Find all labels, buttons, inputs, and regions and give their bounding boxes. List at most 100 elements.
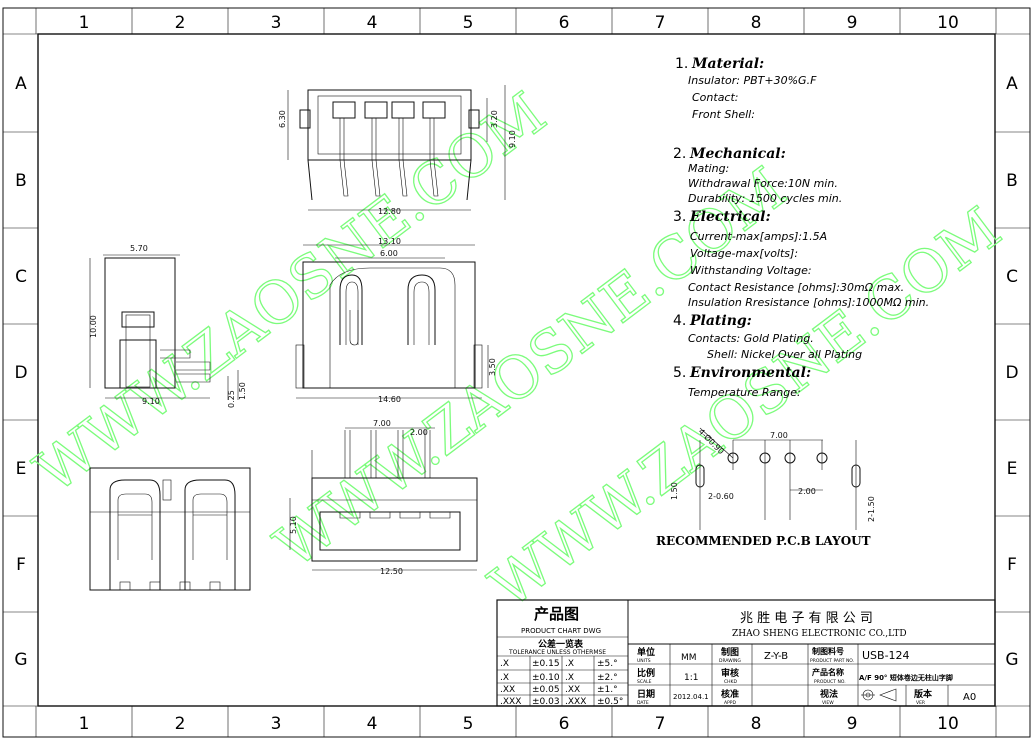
grid-column-label: 8 xyxy=(751,13,762,33)
pcb-layout-drawing: 7.00 4-Ø0.90 1.50 2-0.60 2.00 2-1.50 REC… xyxy=(656,426,876,548)
dim-label: 2-0.60 xyxy=(708,492,734,501)
tolerance-title-cn: 公差一览表 xyxy=(538,638,584,650)
tolerance-title-en: TOLERANCE UNLESS OTHERMSE xyxy=(508,649,606,656)
grid-row-label: B xyxy=(1006,171,1018,191)
part-no-label: 制图料号 xyxy=(812,646,844,656)
tolerance-cell: ±5.° xyxy=(597,659,618,669)
dim-label: 12.80 xyxy=(378,207,401,216)
scale-label: 比例 xyxy=(637,667,655,679)
dim-label: 2-1.50 xyxy=(867,496,876,522)
spec-notes: 1. Material: Insulator: PBT+30%G.F Conta… xyxy=(673,56,929,399)
chart-title-cn: 产品图 xyxy=(534,605,579,623)
spec-line: Shell: Nickel Over all Plating xyxy=(707,348,862,361)
spec-line: Current-max[amps]:1.5A xyxy=(690,230,827,243)
grid-row-label: G xyxy=(14,650,27,670)
tolerance-cell: ±0.15 xyxy=(532,659,560,669)
spec-line: Insulation Rresistance [ohms]:1000MΩ min… xyxy=(688,296,929,309)
spec-heading: Material: xyxy=(691,56,764,72)
front-view-drawing: 13.10 6.00 3.50 14.60 xyxy=(295,237,497,404)
product-name-label-en: PRODUCT NO. xyxy=(814,679,846,685)
dim-label: 0.25 xyxy=(227,390,236,408)
dim-label: 9.10 xyxy=(508,130,517,148)
grid-row-label: F xyxy=(1007,555,1017,575)
pcb-layout-title: RECOMMENDED P.C.B LAYOUT xyxy=(656,534,871,548)
spec-heading: Plating: xyxy=(689,313,752,329)
tolerance-cell: ±0.5° xyxy=(597,697,623,707)
units-label-en: UNITS xyxy=(637,658,651,664)
spec-line: Temperature Range: xyxy=(688,386,801,399)
spec-line: Contact: xyxy=(692,91,739,104)
grid-column-label: 4 xyxy=(367,13,378,33)
chart-title-en: PRODUCT CHART DWG xyxy=(521,627,601,635)
date-value: 2012.04.1 xyxy=(673,693,709,701)
tolerance-cell: .X xyxy=(565,673,574,683)
tolerance-cell: .XX xyxy=(565,685,580,695)
grid-row-label: E xyxy=(1007,459,1018,479)
dim-label: 1.50 xyxy=(238,382,247,400)
spec-line: Withdrawal Force:10N min. xyxy=(688,177,838,190)
dim-label: 9.10 xyxy=(142,397,160,406)
spec-line: Mating: xyxy=(688,162,729,175)
version-label: 版本 xyxy=(913,688,933,700)
units-label: 单位 xyxy=(637,646,655,658)
grid-row-label: D xyxy=(1005,363,1018,383)
drawing-value: Z-Y-B xyxy=(764,651,788,662)
tolerance-cell: .XXX xyxy=(500,697,521,707)
dim-label: 7.00 xyxy=(770,431,788,440)
grid-row-label: E xyxy=(16,459,27,479)
spec-line: Withstanding Voltage: xyxy=(690,264,812,277)
units-value: MM xyxy=(681,653,697,663)
top-view-contacts xyxy=(332,101,446,197)
scale-value: 1:1 xyxy=(684,673,698,683)
spec-line: Durability: 1500 cycles min. xyxy=(688,192,842,205)
grid-row-label: C xyxy=(15,267,27,287)
grid-column-label: 10 xyxy=(937,13,959,33)
version-label-en: VER xyxy=(916,700,925,706)
spec-line: Contact Resistance [ohms]:30mΩ max. xyxy=(688,281,904,294)
spec-heading: Electrical: xyxy=(689,209,771,225)
approved-label-en: APPD xyxy=(724,700,737,706)
tolerance-cell: ±0.05 xyxy=(532,685,560,695)
version-value: A0 xyxy=(963,692,976,703)
dim-label: 2.00 xyxy=(798,487,816,496)
top-view-drawing: 6.30 3.20 9.10 12.80 xyxy=(278,85,517,216)
date-label: 日期 xyxy=(637,688,655,700)
tolerance-cell: ±2.° xyxy=(597,673,618,683)
dim-label: 10.00 xyxy=(89,315,98,338)
dim-label: 5.70 xyxy=(130,244,148,253)
tolerance-cell: .X xyxy=(500,673,509,683)
drawing-label-en: DRAWING xyxy=(719,658,741,664)
grid-column-label: 3 xyxy=(271,13,282,33)
grid-row-label: C xyxy=(1006,267,1018,287)
grid-ruler xyxy=(3,8,1030,737)
dim-label: 6.30 xyxy=(278,110,287,128)
grid-column-label: 4 xyxy=(367,714,378,734)
grid-column-label: 5 xyxy=(463,13,474,33)
spec-heading: Mechanical: xyxy=(689,146,786,162)
part-no-label-en: PRODUCT PART NO. xyxy=(810,658,854,664)
company-name-en: ZHAO SHENG ELECTRONIC CO.,LTD xyxy=(732,629,907,639)
pin-view-drawing: 7.00 2.00 5.10 12.50 xyxy=(289,419,478,576)
spec-line: Front Shell: xyxy=(692,108,755,121)
scale-label-en: SCALE xyxy=(637,679,652,685)
dim-label: 5.10 xyxy=(289,516,298,534)
dim-label: 6.00 xyxy=(380,249,398,258)
tolerance-cell: ±0.10 xyxy=(532,673,560,683)
product-name-value: A/F 90° 短体卷边无柱山字脚 xyxy=(859,673,953,682)
date-label-en: DATE xyxy=(637,700,649,706)
projection-symbol-icon xyxy=(861,688,897,702)
grid-column-label: 3 xyxy=(271,714,282,734)
spec-line: Voltage-max[volts]: xyxy=(690,247,798,260)
tolerance-cell: .X xyxy=(500,659,509,669)
grid-row-label: G xyxy=(1005,650,1018,670)
grid-column-label: 8 xyxy=(751,714,762,734)
tolerance-table: .X ±0.15 .X ±5.° .X ±0.10 .X ±2.° .XX ±0… xyxy=(500,659,623,707)
tolerance-cell: .XX xyxy=(500,685,515,695)
grid-column-label: 1 xyxy=(79,714,90,734)
spec-number: 5. xyxy=(673,365,686,381)
checked-label: 审核 xyxy=(721,667,739,679)
grid-column-label: 1 xyxy=(79,13,90,33)
